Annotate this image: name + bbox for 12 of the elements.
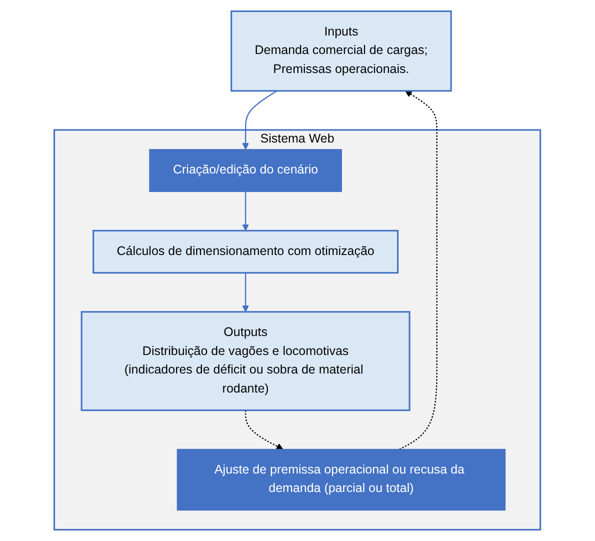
process-box: Criação/edição do cenário bbox=[149, 149, 342, 192]
arrow bbox=[399, 90, 438, 450]
process-box: Cálculos de dimensionamento com otimização bbox=[92, 230, 399, 274]
cluster bbox=[54, 129, 542, 531]
arrow bbox=[245, 410, 284, 450]
process-box: Inputs Demanda comercial de cargas; Premissas operacionais. bbox=[230, 10, 452, 92]
arrow bbox=[242, 272, 250, 312]
process-box: Outputs Distribuição de vagões e locomotivas (indicadores de déficit ou sobra de material rodante) bbox=[81, 311, 411, 412]
process-box: Ajuste de premissa operacional ou recusa da demanda (parcial ou total) bbox=[177, 448, 506, 511]
arrow bbox=[242, 90, 278, 150]
arrow bbox=[242, 192, 250, 231]
group-title: Sistema Web bbox=[260, 132, 335, 146]
